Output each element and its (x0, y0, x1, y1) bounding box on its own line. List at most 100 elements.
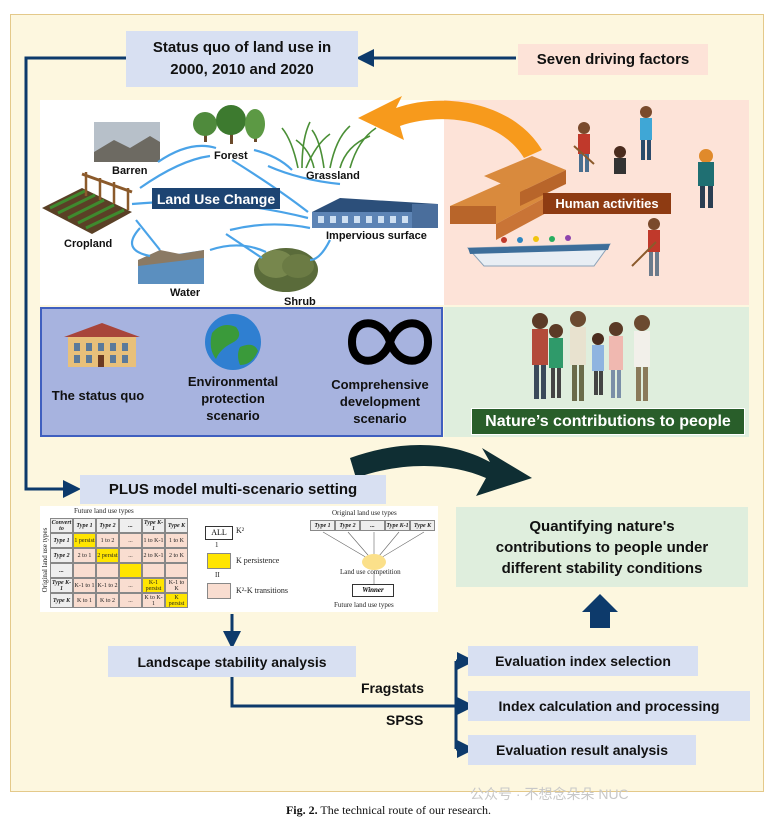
grassland-icon (281, 121, 377, 169)
matrix-cell: 2 to K (165, 548, 188, 563)
water-icon (138, 250, 204, 284)
competition-middle-label: Land use competition (340, 568, 401, 576)
cropland-icon (42, 172, 133, 234)
driving-factors-box: Seven driving factors (518, 44, 708, 75)
fragstats-label: Fragstats (361, 680, 425, 696)
legend-yellow-swatch (207, 553, 231, 569)
land-use-illustration (42, 105, 438, 292)
competition-type-cell: Type K (410, 520, 435, 531)
matrix-cell: K-1 to K (165, 578, 188, 593)
legend-all-box: ALL (205, 526, 233, 540)
label-barren: Barren (112, 165, 148, 177)
matrix-side-label: Original land use types (41, 527, 49, 593)
spss-label: SPSS (386, 712, 424, 728)
scenario-environmental: Environmental protection scenario (187, 374, 279, 423)
legend-one: 1 (215, 541, 219, 549)
winner-box: Winner (352, 584, 394, 597)
figure-number: Fig. 2. (285, 803, 318, 817)
competition-type-cell: Type 1 (310, 520, 335, 531)
matrix-cell: 1 persist (73, 533, 96, 548)
competition-top-label: Original land use types (332, 509, 397, 517)
legend-transitions: K²-K transitions (236, 586, 288, 595)
competition-lines (322, 531, 425, 584)
matrix-cell: K-1 persist (142, 578, 165, 593)
caption-text: The technical route of our research. (317, 803, 492, 817)
matrix-cell (165, 563, 188, 578)
matrix-row-header: Type K (50, 593, 73, 608)
label-shrub: Shrub (284, 296, 316, 308)
infinity-icon (347, 319, 433, 365)
index-calc-box: Index calculation and processing (468, 691, 750, 721)
matrix-cell (73, 563, 96, 578)
eval-selection-box: Evaluation index selection (468, 646, 698, 676)
scenario-icons (64, 314, 433, 370)
teal-arrow (350, 444, 532, 496)
matrix-cell: 2 persist (96, 548, 119, 563)
label-forest: Forest (214, 150, 248, 162)
impervious-surface-icon (312, 198, 438, 228)
matrix-cell: K to 2 (96, 593, 119, 608)
building-icon (64, 323, 140, 367)
matrix-cell: K to 1 (73, 593, 96, 608)
scenario-status-quo: The status quo (51, 388, 145, 403)
label-grassland: Grassland (306, 170, 360, 182)
label-cropland: Cropland (64, 238, 113, 250)
people-icon (532, 311, 650, 401)
arrow-status-to-plus (24, 56, 126, 498)
label-water: Water (170, 287, 201, 299)
matrix-header-cell: Convert to (50, 518, 73, 533)
watermark: 公众号 · 不想念朵朵 NUC (470, 786, 629, 802)
human-activities-illustration (450, 106, 714, 276)
matrix-header-cell: ... (119, 518, 142, 533)
people-illustration (532, 311, 650, 401)
scenario-comprehensive: Comprehensive development scenario (331, 377, 429, 426)
plus-model-box: PLUS model multi-scenario setting (80, 475, 386, 504)
shrub-icon (254, 248, 318, 292)
matrix-cell: K to K-1 (142, 593, 165, 608)
matrix-header-cell: Type K-1 (142, 518, 165, 533)
orange-arrow (358, 96, 542, 158)
matrix-row-header: Type 2 (50, 548, 73, 563)
quantifying-box: Quantifying nature's contributions to pe… (456, 507, 748, 587)
forest-icon (193, 105, 265, 144)
matrix-row-header: Type K-1 (50, 578, 73, 593)
legend-pink-swatch (207, 583, 231, 599)
label-impervious: Impervious surface (326, 230, 427, 242)
matrix-cell: 1 to K-1 (142, 533, 165, 548)
arrow-landscape-branch (230, 677, 456, 708)
landscape-box: Landscape stability analysis (108, 646, 356, 677)
matrix-cell: K persist (165, 593, 188, 608)
boat-icon (466, 235, 612, 267)
matrix-header-cell: Type K (165, 518, 188, 533)
matrix-cell: K-1 to 2 (96, 578, 119, 593)
status-quo-box: Status quo of land use in 2000, 2010 and… (126, 31, 358, 87)
matrix-cell (142, 563, 165, 578)
matrix-cell (119, 563, 142, 578)
competition-type-cell: Type K-1 (385, 520, 410, 531)
matrix-cell: 1 to K (165, 533, 188, 548)
matrix-row-header: Type 1 (50, 533, 73, 548)
matrix-cell: 2 to K-1 (142, 548, 165, 563)
matrix-cell: ... (119, 533, 142, 548)
legend-persistence: K persistence (236, 556, 280, 565)
matrix-cell (96, 563, 119, 578)
matrix-row-header: ... (50, 563, 73, 578)
matrix-cell: K-1 to 1 (73, 578, 96, 593)
arrow-up-to-quantifying (582, 594, 618, 628)
globe-icon (205, 314, 261, 370)
legend-k2: K² (236, 526, 245, 535)
competition-type-cell: ... (360, 520, 385, 531)
matrix-cell: 1 to 2 (96, 533, 119, 548)
legend-eq: II (215, 571, 220, 579)
human-activities-label: Human activities (543, 193, 671, 214)
matrix-cell: ... (119, 593, 142, 608)
matrix-top-label: Future land use types (74, 507, 134, 515)
barren-icon (94, 122, 160, 162)
workers-icon (573, 106, 714, 208)
digger-icon (631, 218, 660, 276)
matrix-header-cell: Type 2 (96, 518, 119, 533)
matrix-cell: ... (119, 578, 142, 593)
eval-result-box: Evaluation result analysis (468, 735, 696, 765)
